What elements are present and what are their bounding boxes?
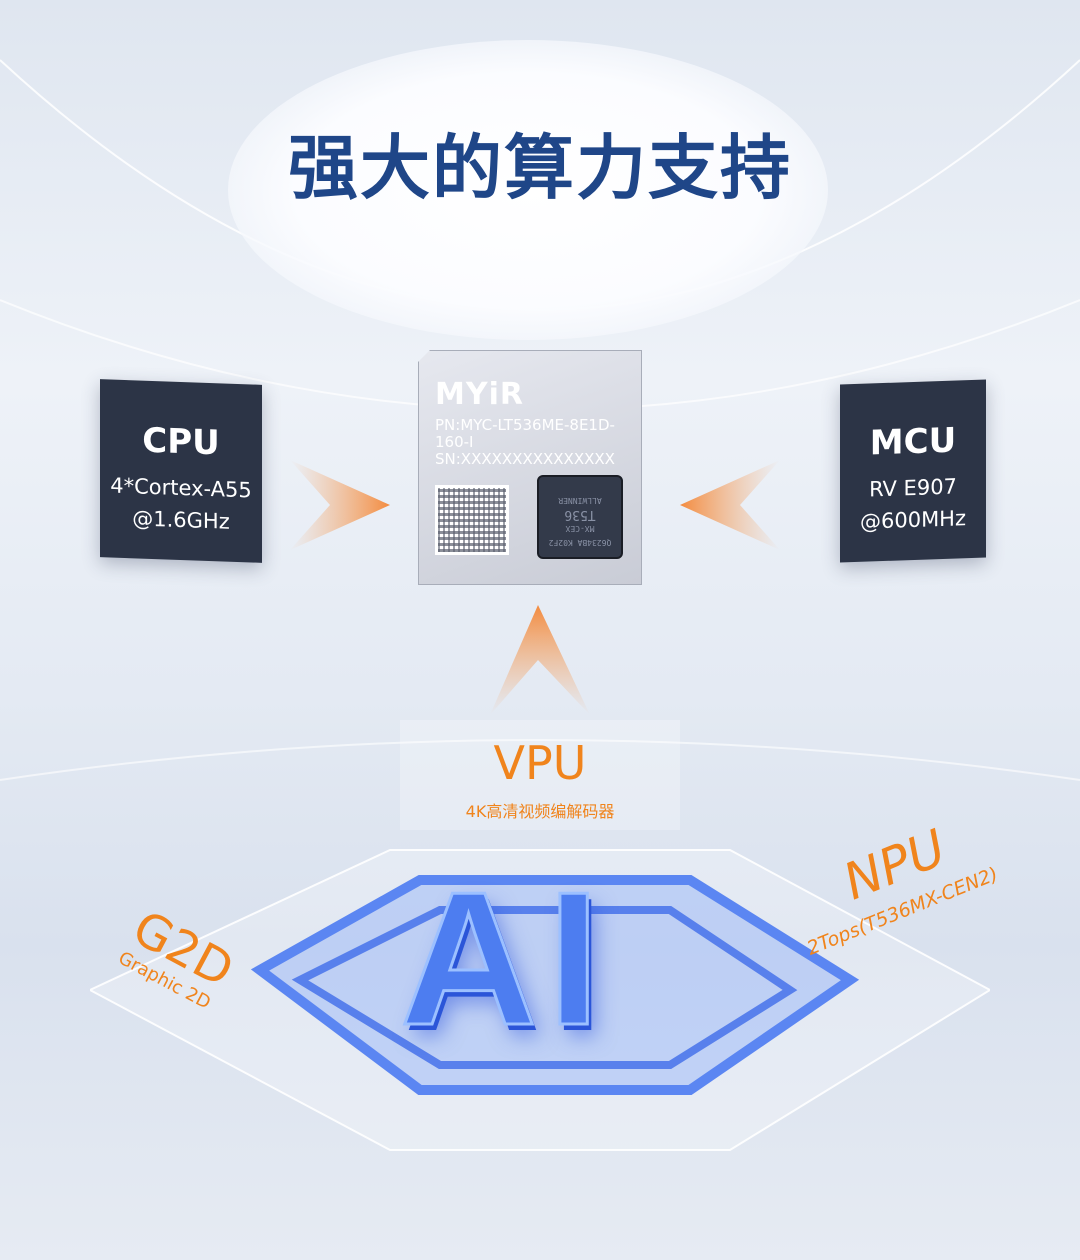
- die-model: T536: [564, 507, 596, 522]
- ai-logo: AI: [399, 852, 610, 1067]
- vpu-title: VPU: [493, 736, 587, 790]
- decor-arc: [0, 739, 1080, 781]
- cpu-title: CPU: [142, 420, 220, 464]
- platform-inner-frame: [291, 906, 798, 1069]
- myir-logo: MYiR: [435, 377, 524, 412]
- mcu-title: MCU: [869, 420, 957, 464]
- left-arrow-icon: [680, 460, 780, 550]
- part-number-text: PN:MYC-LT536ME-8E1D-160-I: [435, 416, 615, 451]
- mcu-core: RV E907: [869, 474, 957, 502]
- mcu-card: MCU RV E907 @600MHz: [840, 379, 986, 563]
- vpu-panel: VPU 4K高清视频编解码器: [400, 720, 680, 830]
- die-marking: Q6234BA K02F2: [548, 538, 612, 547]
- right-arrow-icon: [290, 460, 390, 550]
- cpu-freq: @1.6GHz: [132, 506, 230, 534]
- cpu-cores: 4*Cortex-A55: [110, 473, 252, 503]
- qr-code-icon: [435, 485, 509, 555]
- mcu-freq: @600MHz: [859, 506, 966, 534]
- die-marking: MX-CEX: [565, 524, 595, 533]
- serial-number-text: SN:XXXXXXXXXXXXXXX: [435, 450, 615, 468]
- processor-die: Q6234BA K02F2 MX-CEX T536 ALLWINNER: [537, 475, 623, 559]
- top-glow: [228, 40, 828, 340]
- page-title: 强大的算力支持: [288, 127, 792, 209]
- vpu-subtitle: 4K高清视频编解码器: [465, 802, 615, 821]
- die-brand: ALLWINNER: [558, 496, 602, 505]
- up-arrow-icon: [490, 605, 590, 715]
- ai-platform: [90, 849, 990, 1151]
- cpu-card: CPU 4*Cortex-A55 @1.6GHz: [100, 379, 262, 563]
